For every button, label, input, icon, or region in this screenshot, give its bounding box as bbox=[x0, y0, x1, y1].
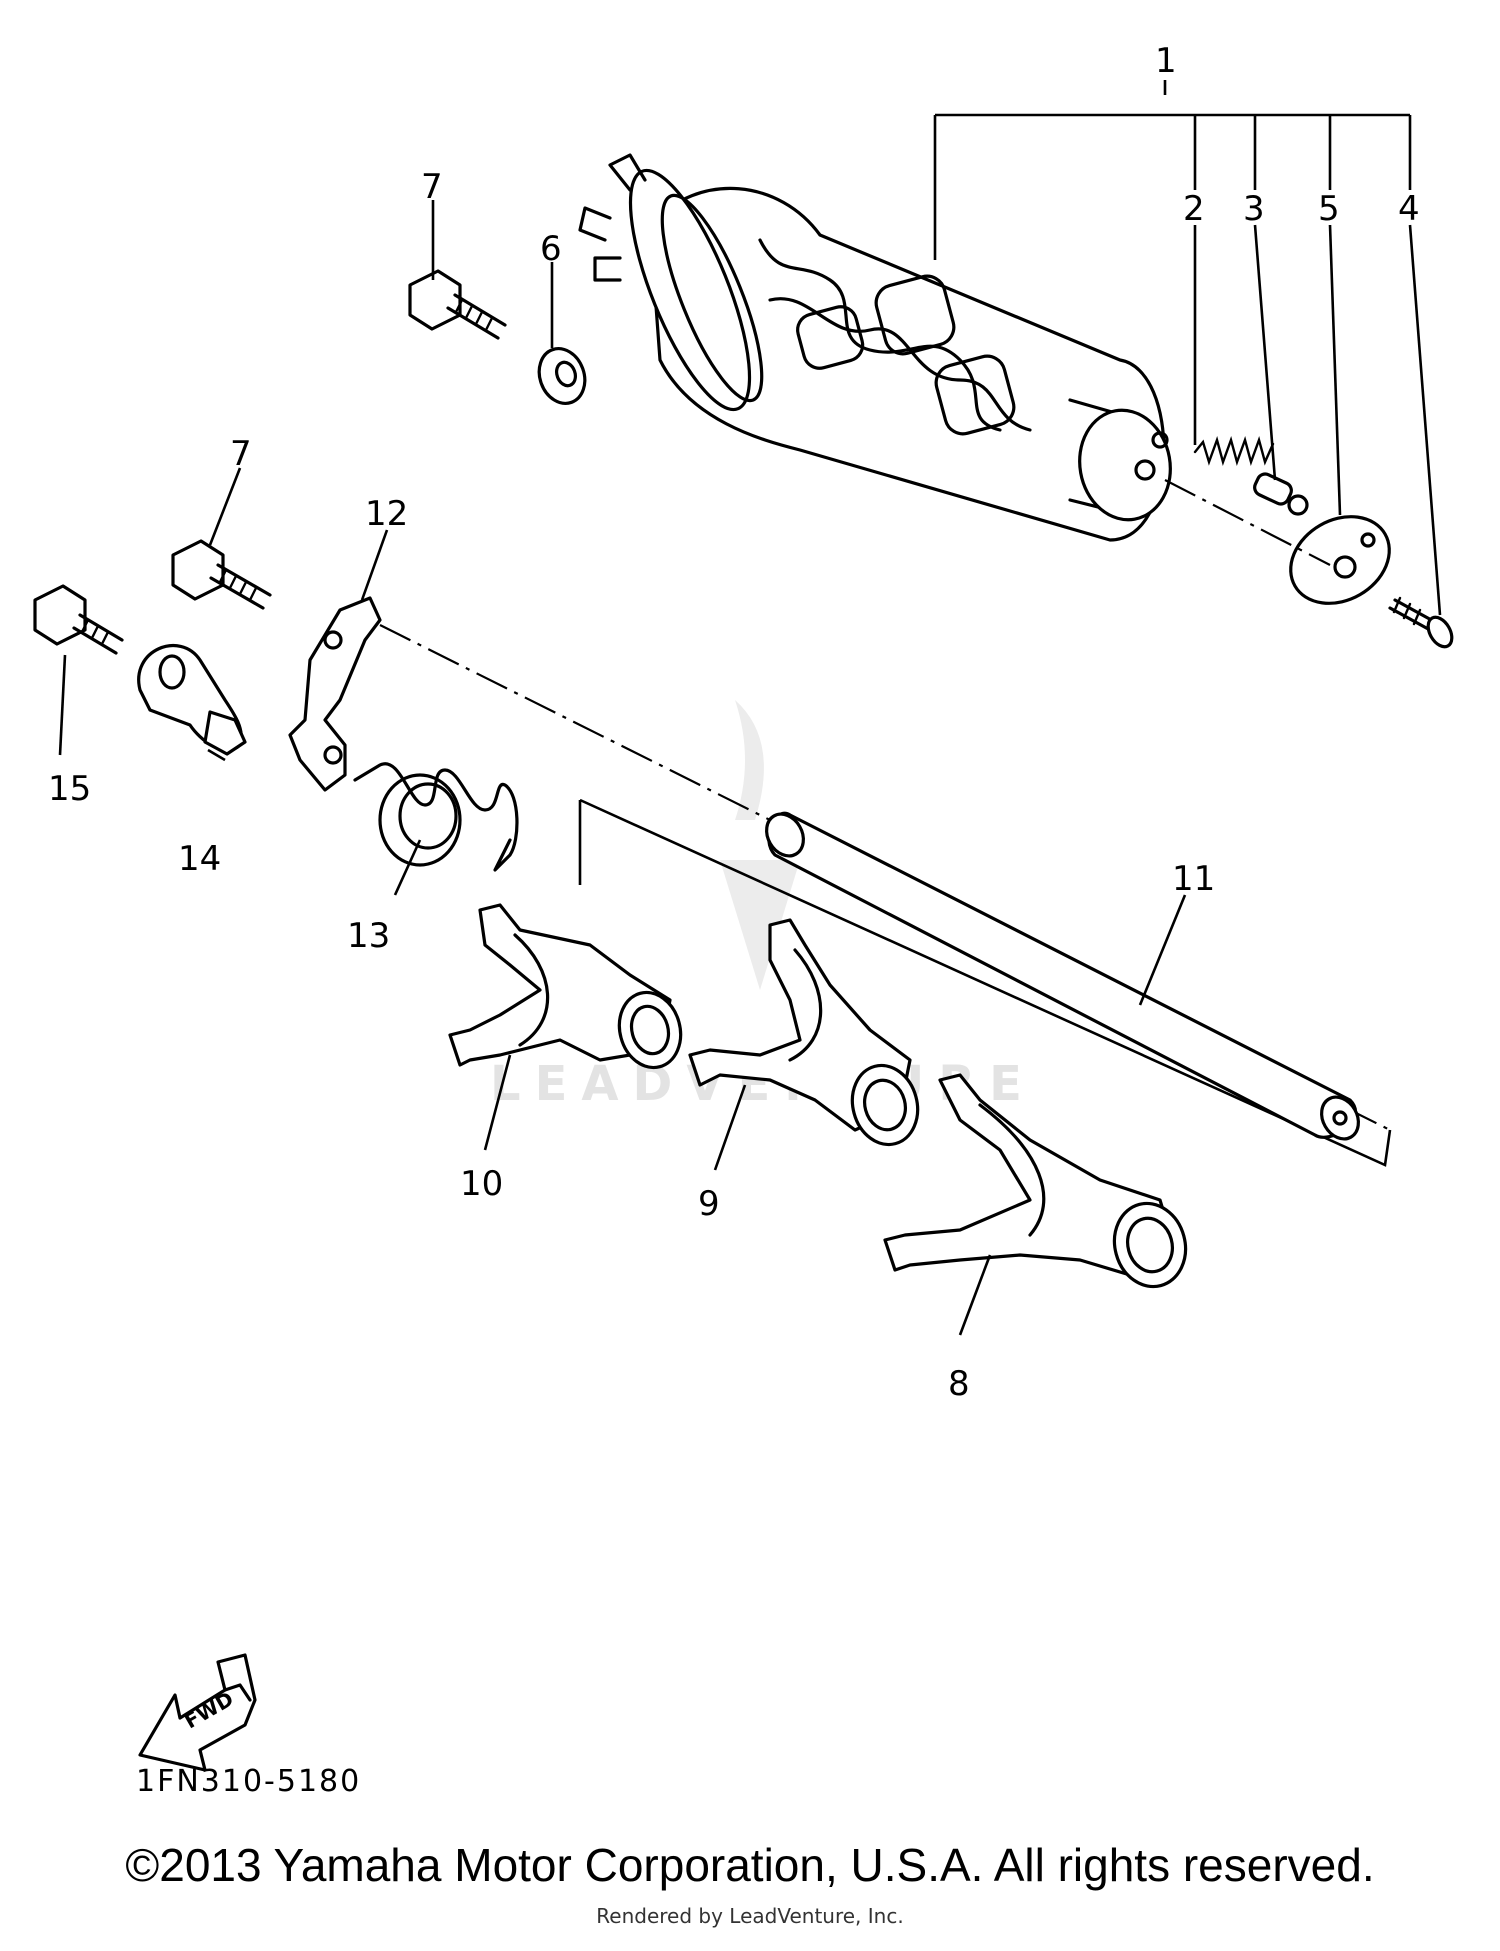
callout-6: 6 bbox=[540, 229, 562, 269]
shift-fork-10-part[interactable] bbox=[448, 903, 689, 1074]
rendered-by-notice: Rendered by LeadVenture, Inc. bbox=[596, 1904, 904, 1928]
callout-2: 2 bbox=[1183, 189, 1205, 229]
callout-13: 13 bbox=[347, 916, 390, 956]
callout-3: 3 bbox=[1243, 189, 1265, 229]
forward-direction-arrow-icon: FWD bbox=[138, 1653, 257, 1772]
bolt-stopper-part[interactable] bbox=[33, 584, 124, 655]
detent-pin-part[interactable] bbox=[1252, 471, 1309, 516]
screw-part[interactable] bbox=[1388, 596, 1457, 651]
callout-1: 1 bbox=[1155, 41, 1177, 81]
callout-5: 5 bbox=[1318, 189, 1340, 229]
leader-lines bbox=[58, 80, 1442, 1336]
shift-drum-part[interactable] bbox=[578, 153, 1179, 542]
callout-numbers: 1 2 3 5 4 7 6 7 12 11 15 14 13 10 9 8 bbox=[48, 41, 1420, 1404]
torsion-spring-part[interactable] bbox=[353, 762, 519, 872]
shift-fork-shaft-part[interactable] bbox=[759, 807, 1365, 1145]
callout-15: 15 bbox=[48, 769, 91, 809]
callout-10: 10 bbox=[460, 1164, 503, 1204]
callout-14: 14 bbox=[178, 839, 221, 879]
callout-7-lower: 7 bbox=[230, 434, 252, 474]
callout-9: 9 bbox=[698, 1184, 720, 1224]
callout-12: 12 bbox=[365, 494, 408, 534]
detent-spring-part[interactable] bbox=[1193, 436, 1275, 466]
shift-fork-8-part[interactable] bbox=[883, 1073, 1195, 1295]
drum-axis-line bbox=[1164, 479, 1331, 566]
callout-11: 11 bbox=[1172, 859, 1215, 899]
stopper-plate-part[interactable] bbox=[1275, 499, 1405, 620]
fork-group-bracket bbox=[578, 798, 1392, 1167]
bolt-lower-part[interactable] bbox=[171, 539, 272, 610]
washer-part[interactable] bbox=[532, 342, 592, 410]
callout-4: 4 bbox=[1398, 189, 1420, 229]
callout-7-upper: 7 bbox=[421, 167, 443, 207]
stopper-lever-part[interactable] bbox=[137, 643, 247, 756]
copyright-notice: ©2013 Yamaha Motor Corporation, U.S.A. A… bbox=[125, 1839, 1375, 1891]
bolt-upper-part[interactable] bbox=[408, 269, 507, 340]
diagram-code: 1FN310-5180 bbox=[136, 1764, 362, 1799]
shift-fork-9-part[interactable] bbox=[688, 918, 926, 1152]
callout-8: 8 bbox=[948, 1364, 970, 1404]
segment-plate-part[interactable] bbox=[288, 596, 382, 792]
